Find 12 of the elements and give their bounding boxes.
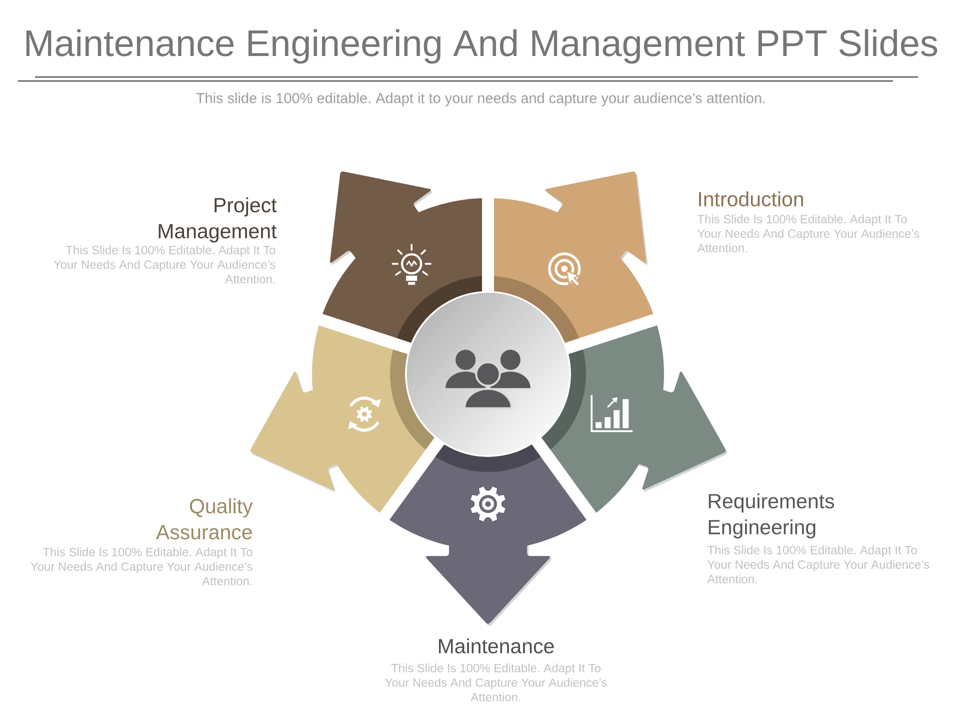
heading: Quality Assurance	[156, 498, 253, 540]
heading: Maintenance	[439, 638, 554, 654]
heading: Introduction	[699, 191, 803, 206]
description: This Slide Is 100% Editable. Adapt It To Your Needs And Capture Your Audience’s Attention.	[385, 664, 607, 702]
subtitle: This slide is 100% editable. Adapt it to your needs and capture your audience's attention.	[196, 92, 765, 106]
heading: Requirements Engineering	[708, 493, 834, 538]
description: This Slide Is 100% Editable. Adapt It To Your Needs And Capture Your Audience’s Attention.	[707, 546, 930, 584]
description: This Slide Is 100% Editable. Adapt It To Your Needs And Capture Your Audience’s Attention.	[697, 214, 920, 252]
description: This Slide Is 100% Editable. Adapt It To Your Needs And Capture Your Audience’s Attention.	[30, 548, 252, 586]
heading: Project Management	[158, 197, 277, 242]
description: This Slide Is 100% Editable. Adapt It To Your Needs And Capture Your Audience’s Attention.	[54, 246, 276, 284]
title: Maintenance Engineering And Management PPT Slides	[26, 29, 938, 64]
